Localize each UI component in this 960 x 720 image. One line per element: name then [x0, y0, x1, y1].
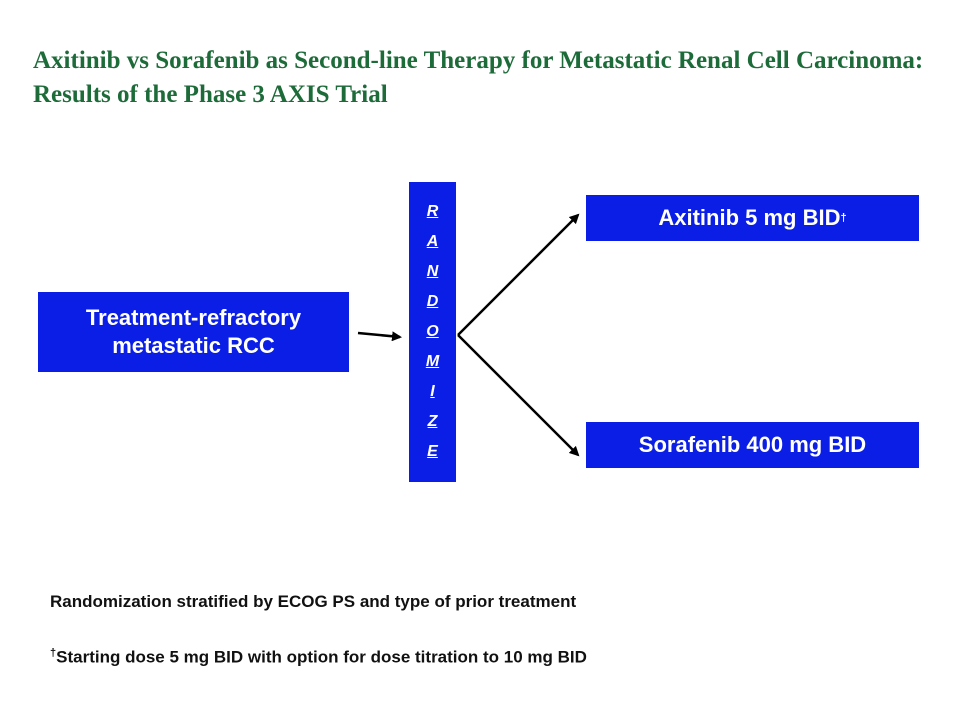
randomize-letter: E [427, 443, 438, 460]
randomize-letter: R [426, 203, 439, 220]
randomize-letter: A [426, 233, 439, 250]
footnote-text: Starting dose 5 mg BID with option for d… [56, 647, 587, 667]
randomize-box: R A N D O M I Z E [409, 182, 456, 482]
dagger-mark: † [840, 212, 847, 224]
slide-title: Axitinib vs Sorafenib as Second-line The… [33, 47, 924, 108]
arrow-to-sorafenib [457, 334, 580, 457]
axitinib-arm-label: Axitinib 5 mg BID [658, 205, 841, 230]
randomize-letter: Z [427, 413, 438, 430]
footnote: †Starting dose 5 mg BID with option for … [50, 647, 587, 668]
axitinib-arm-box: Axitinib 5 mg BID† [586, 195, 919, 241]
arrow-to-axitinib [457, 213, 580, 336]
randomize-letter: O [426, 323, 439, 340]
source-box-line2: metastatic RCC [112, 333, 275, 358]
source-box-line1: Treatment-refractory [85, 305, 302, 330]
sorafenib-arm-box: Sorafenib 400 mg BID [586, 422, 919, 468]
stratification-note: Randomization stratified by ECOG PS and … [50, 592, 577, 611]
source-population-box: Treatment-refractory metastatic RCC [38, 292, 349, 372]
randomize-letter: N [426, 263, 439, 280]
sorafenib-arm-label: Sorafenib 400 mg BID [638, 432, 867, 457]
footnote-mark: † [50, 647, 57, 659]
randomize-letter: I [430, 383, 435, 400]
randomize-letter: D [426, 293, 439, 310]
randomize-letter: M [425, 353, 440, 370]
arrow-to-randomize [357, 331, 402, 342]
